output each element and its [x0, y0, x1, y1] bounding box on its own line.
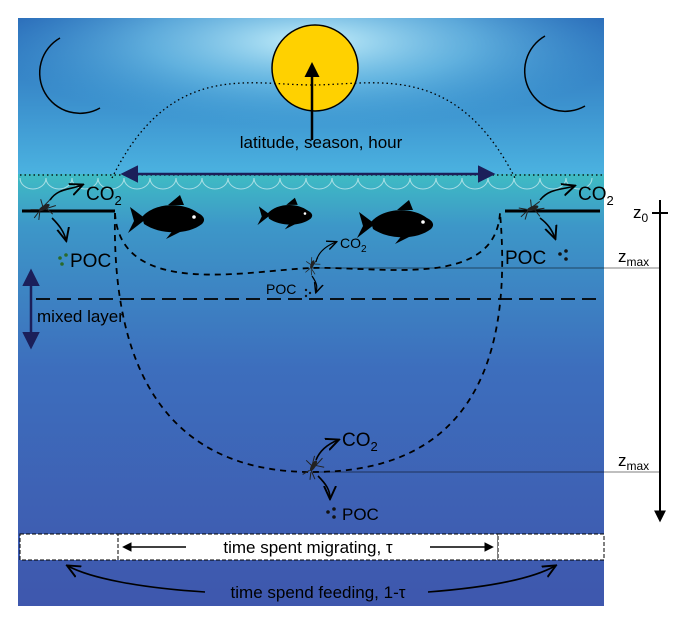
co2-label-right: CO2	[578, 184, 614, 208]
poc-arrow-deep	[317, 475, 330, 498]
shallow-migration-path	[114, 212, 501, 276]
co2-arrow-shallow	[315, 242, 336, 263]
co2-label-deep: CO2	[342, 430, 378, 454]
time-bar-feeding-right	[497, 533, 605, 561]
zmax-label-deep: zmax	[618, 451, 649, 473]
co2-arrow-deep	[315, 440, 338, 461]
poc-label-left: POC	[70, 251, 111, 272]
feeding-arrow-left	[68, 566, 206, 593]
time-migrating-label: time spent migrating, τ	[223, 538, 393, 557]
poc-particles-right	[558, 249, 568, 261]
poc-particles-left	[58, 253, 68, 266]
deep-migration-path	[114, 212, 503, 473]
poc-label-deep: POC	[342, 505, 379, 524]
poc-label-right: POC	[505, 248, 546, 269]
sun-icon	[271, 24, 359, 112]
moon-right-icon	[523, 35, 586, 113]
co2-arrow-left	[49, 185, 82, 201]
sun-arc-label: latitude, season, hour	[240, 133, 403, 152]
time-bar-feeding-left	[19, 533, 119, 561]
co2-label-left: CO2	[86, 184, 122, 208]
moon-left-icon	[38, 37, 101, 115]
feeding-arrow-right	[427, 566, 555, 593]
poc-particles-shallow	[304, 288, 312, 298]
zmax-label-shallow: zmax	[618, 247, 649, 269]
co2-label-shallow: CO2	[340, 235, 367, 255]
poc-label-shallow: POC	[266, 281, 296, 297]
time-feeding-label: time spend feeding, 1-τ	[231, 583, 406, 602]
poc-particles-deep	[326, 507, 336, 519]
poc-arrow-left	[51, 217, 66, 240]
z0-label: z0	[633, 203, 649, 225]
mixed-layer-label: mixed layer	[37, 307, 124, 326]
co2-arrow-right	[539, 186, 574, 201]
poc-arrow-right	[539, 217, 555, 238]
poc-arrow-shallow	[311, 275, 317, 292]
